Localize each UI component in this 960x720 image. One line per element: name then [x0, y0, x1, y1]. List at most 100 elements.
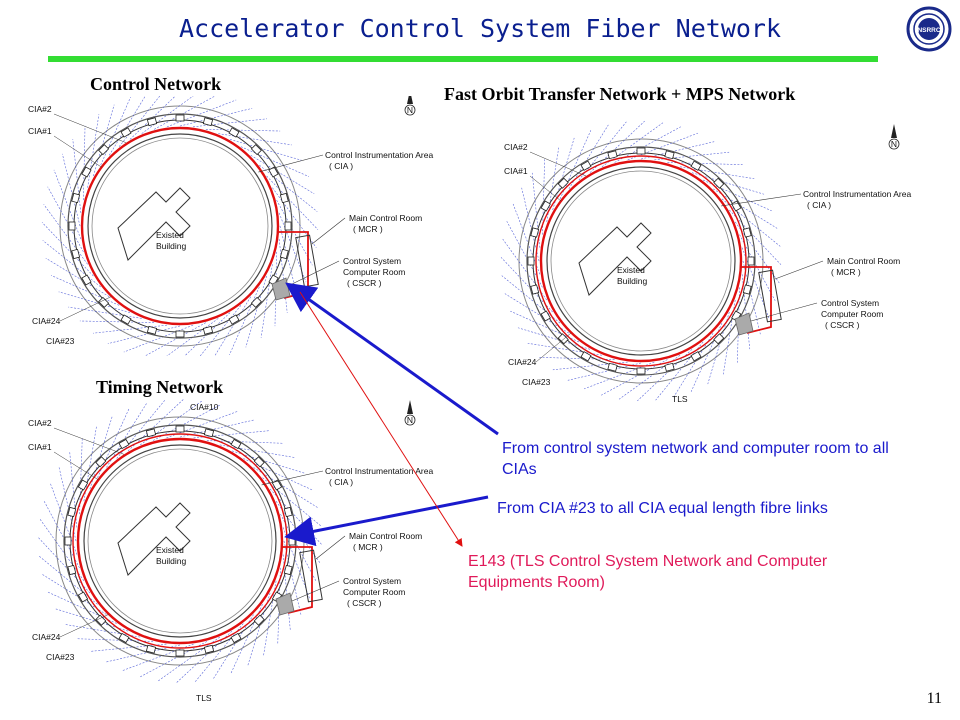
fiber-line: [278, 212, 307, 283]
fiber-line: [106, 402, 148, 468]
fiber-line: [58, 466, 77, 542]
leader-line: [258, 154, 324, 173]
cia-box: [540, 200, 551, 212]
fiber-line: [274, 251, 277, 327]
cia-box: [527, 256, 535, 266]
mcr-feed-line: [741, 266, 772, 334]
fiber-line: [89, 416, 113, 490]
leader-line: [535, 332, 572, 363]
cia-box: [230, 632, 242, 644]
fiber-line: [127, 398, 184, 452]
cia10-label: CIA#10: [190, 402, 219, 412]
building-label-1: Existed: [617, 265, 645, 275]
cia24-label: CIA#24: [32, 632, 61, 642]
leader-line: [750, 302, 818, 322]
tls-label: TLS: [196, 693, 212, 703]
existed-building: [117, 187, 191, 261]
fiber-line: [231, 450, 305, 474]
leader-line: [53, 451, 99, 481]
cia-box: [713, 177, 725, 189]
cia-box: [747, 256, 755, 266]
fiber-line: [247, 592, 271, 666]
leader-line: [53, 113, 127, 143]
cia-box: [283, 506, 293, 518]
cia-area-label: Control Instrumentation Area: [325, 150, 433, 160]
annotation-e143: E143 (TLS Control System Network and Com…: [468, 553, 828, 591]
fiber-line: [166, 411, 238, 439]
cia-box: [580, 351, 592, 362]
cia-box: [690, 351, 702, 362]
cia-box: [118, 632, 130, 644]
fiber-line: [283, 540, 302, 616]
north-label: N: [407, 105, 413, 115]
blue-fiber-lines: [37, 398, 323, 684]
fiber-line: [79, 320, 155, 323]
cia-box: [175, 649, 185, 657]
cia-box: [175, 330, 185, 338]
fiber-line: [109, 96, 146, 156]
cia-box: [690, 160, 702, 171]
leader-line: [59, 614, 109, 638]
fiber-line: [282, 554, 291, 631]
cia-box: [284, 221, 292, 231]
fiber-line: [76, 638, 154, 642]
cia-box: [203, 644, 215, 654]
arrow-e143: [299, 291, 463, 547]
page-number: 11: [926, 690, 942, 707]
fiber-line: [41, 222, 94, 277]
fiber-line: [166, 99, 237, 128]
existed-building: [578, 222, 652, 296]
fiber-line: [152, 404, 221, 441]
fiber-line: [218, 133, 292, 146]
cia-box: [713, 333, 725, 345]
fiber-line: [79, 437, 83, 515]
cia2-label: CIA#2: [28, 104, 52, 114]
cia-box: [98, 296, 110, 308]
fiber-line: [42, 240, 101, 288]
cscr-label-2: Computer Room: [343, 587, 405, 597]
cia23-label: CIA#23: [46, 336, 75, 346]
fiber-line: [58, 291, 131, 313]
cia-box: [636, 147, 646, 155]
cia-box: [77, 591, 89, 603]
fiber-line: [87, 114, 100, 188]
leader-line: [529, 175, 562, 202]
cscr-label-1: Control System: [343, 576, 401, 586]
mcr-room: [299, 549, 323, 603]
cia-box: [146, 325, 158, 335]
fiber-line: [240, 146, 309, 177]
fiber-line: [50, 483, 78, 555]
mcr-abbr: ( MCR ): [353, 542, 383, 552]
fiber-line: [53, 169, 82, 240]
cia-box: [120, 127, 132, 138]
building-label-2: Building: [156, 556, 187, 566]
cia-box: [145, 428, 157, 438]
building-label-2: Building: [617, 276, 648, 286]
fiber-line: [141, 96, 194, 134]
fiber-line: [107, 325, 181, 344]
cia-box: [81, 274, 92, 286]
cia-box: [271, 479, 283, 491]
cia-box: [279, 248, 289, 260]
cia-box: [175, 114, 185, 122]
cia-box: [203, 428, 215, 438]
north-arrow-icon: [407, 400, 413, 414]
cia-box: [279, 192, 289, 204]
fiber-line: [280, 513, 317, 582]
cia-box: [175, 425, 185, 433]
leader-line: [287, 260, 340, 287]
fiber-line: [62, 153, 81, 227]
cia-box: [253, 456, 265, 468]
red-fiber-ring: [76, 437, 284, 645]
cia-box: [530, 284, 540, 295]
fiber-line: [122, 643, 194, 671]
fiber-line: [55, 608, 129, 632]
ring-inner-wall: [87, 133, 273, 319]
cia-box: [146, 117, 158, 127]
fiber-line: [253, 467, 319, 509]
red-fiber-ring: [539, 159, 743, 363]
mcr-label: Main Control Room: [827, 256, 900, 266]
mcr-room: [758, 269, 782, 323]
